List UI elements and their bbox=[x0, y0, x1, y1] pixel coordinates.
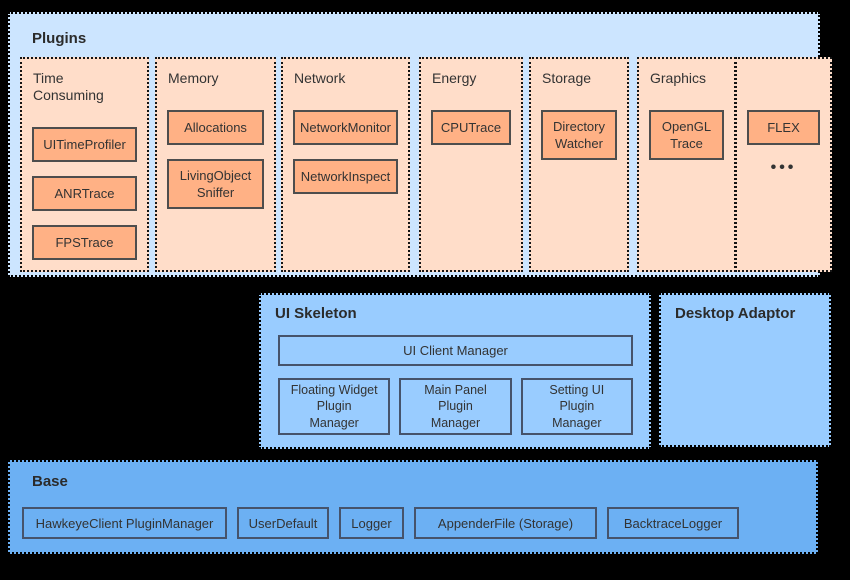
column-title bbox=[748, 70, 820, 87]
plugin-item-uitimeprofiler: UITimeProfiler bbox=[32, 127, 137, 162]
column-title: Memory bbox=[168, 70, 219, 86]
column-title: Energy bbox=[432, 70, 477, 86]
floating-widget-plugin-manager-box: Floating Widget Plugin Manager bbox=[278, 378, 391, 435]
base-item-appenderfile-storage: AppenderFile (Storage) bbox=[414, 507, 597, 539]
more-plugins-ellipsis-icon: ••• bbox=[770, 159, 797, 176]
column-title: Time Consuming bbox=[33, 70, 104, 103]
base-item-logger: Logger bbox=[339, 507, 404, 539]
plugin-column-energy: Energy CPUTrace bbox=[419, 57, 523, 272]
plugin-item-directorywatcher: Directory Watcher bbox=[541, 110, 617, 161]
column-title: Storage bbox=[542, 70, 592, 86]
desktop-adaptor-section: Desktop Adaptor bbox=[659, 293, 831, 447]
ui-skeleton-section: UI Skeleton UI Client Manager Floating W… bbox=[259, 293, 651, 449]
plugin-manager-row: Floating Widget Plugin Manager Main Pane… bbox=[278, 378, 633, 435]
plugin-item-networkinspect: NetworkInspect bbox=[293, 159, 398, 194]
base-item-hawkeyeclient-pluginmanager: HawkeyeClient PluginManager bbox=[22, 507, 227, 539]
main-panel-plugin-manager-box: Main Panel Plugin Manager bbox=[399, 378, 512, 435]
plugin-item-livingobjectsniffer: LivingObject Sniffer bbox=[167, 159, 264, 210]
ui-client-manager-box: UI Client Manager bbox=[278, 335, 633, 366]
ui-skeleton-title: UI Skeleton bbox=[275, 305, 357, 322]
plugin-item-cputrace: CPUTrace bbox=[431, 110, 511, 145]
column-title: Network bbox=[294, 70, 346, 86]
plugin-item-flex: FLEX bbox=[747, 110, 820, 145]
base-section: Base HawkeyeClient PluginManager UserDef… bbox=[8, 460, 818, 554]
plugins-title: Plugins bbox=[32, 30, 87, 47]
plugins-section: Plugins Time Consuming UITimeProfiler AN… bbox=[8, 12, 832, 277]
plugin-column-network: Network NetworkMonitor NetworkInspect bbox=[281, 57, 410, 272]
plugin-column-more: FLEX ••• bbox=[735, 57, 832, 272]
setting-ui-plugin-manager-box: Setting UI Plugin Manager bbox=[520, 378, 633, 435]
plugin-item-networkmonitor: NetworkMonitor bbox=[293, 110, 398, 145]
desktop-adaptor-title: Desktop Adaptor bbox=[675, 305, 796, 322]
plugin-column-graphics: Graphics OpenGL Trace bbox=[637, 57, 736, 272]
column-title: Graphics bbox=[650, 70, 707, 86]
base-item-userdefault: UserDefault bbox=[237, 507, 329, 539]
plugin-item-fpstrace: FPSTrace bbox=[32, 225, 137, 260]
plugin-item-anrtrace: ANRTrace bbox=[32, 176, 137, 211]
plugin-column-memory: Memory Allocations LivingObject Sniffer bbox=[155, 57, 276, 272]
plugin-column-time-consuming: Time Consuming UITimeProfiler ANRTrace F… bbox=[20, 57, 149, 272]
plugin-item-opengltrace: OpenGL Trace bbox=[649, 110, 724, 161]
base-item-backtracelogger: BacktraceLogger bbox=[607, 507, 739, 539]
base-title: Base bbox=[32, 473, 68, 490]
plugin-column-storage: Storage Directory Watcher bbox=[529, 57, 629, 272]
plugin-item-allocations: Allocations bbox=[167, 110, 264, 145]
base-item-row: HawkeyeClient PluginManager UserDefault … bbox=[22, 507, 739, 539]
